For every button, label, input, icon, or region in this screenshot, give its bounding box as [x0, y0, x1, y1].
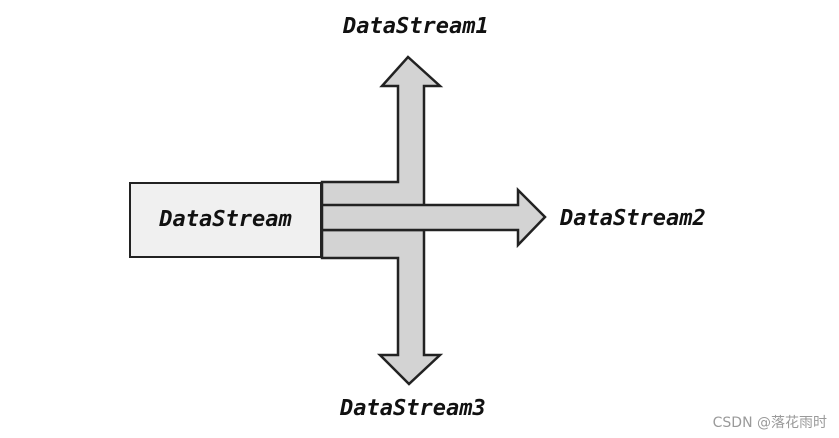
output-datastream1-label: DataStream1	[343, 14, 489, 39]
csdn-watermark: CSDN @落花雨时	[712, 415, 827, 431]
output-datastream3-label: DataStream3	[340, 396, 486, 421]
output-datastream2-label: DataStream2	[560, 206, 706, 231]
arrow-up-datastream1	[320, 55, 444, 208]
arrow-down-datastream3	[320, 228, 444, 386]
source-datastream-box: DataStream	[129, 182, 322, 258]
arrow-right-datastream2	[320, 186, 547, 249]
source-datastream-label: DataStream	[159, 207, 292, 232]
